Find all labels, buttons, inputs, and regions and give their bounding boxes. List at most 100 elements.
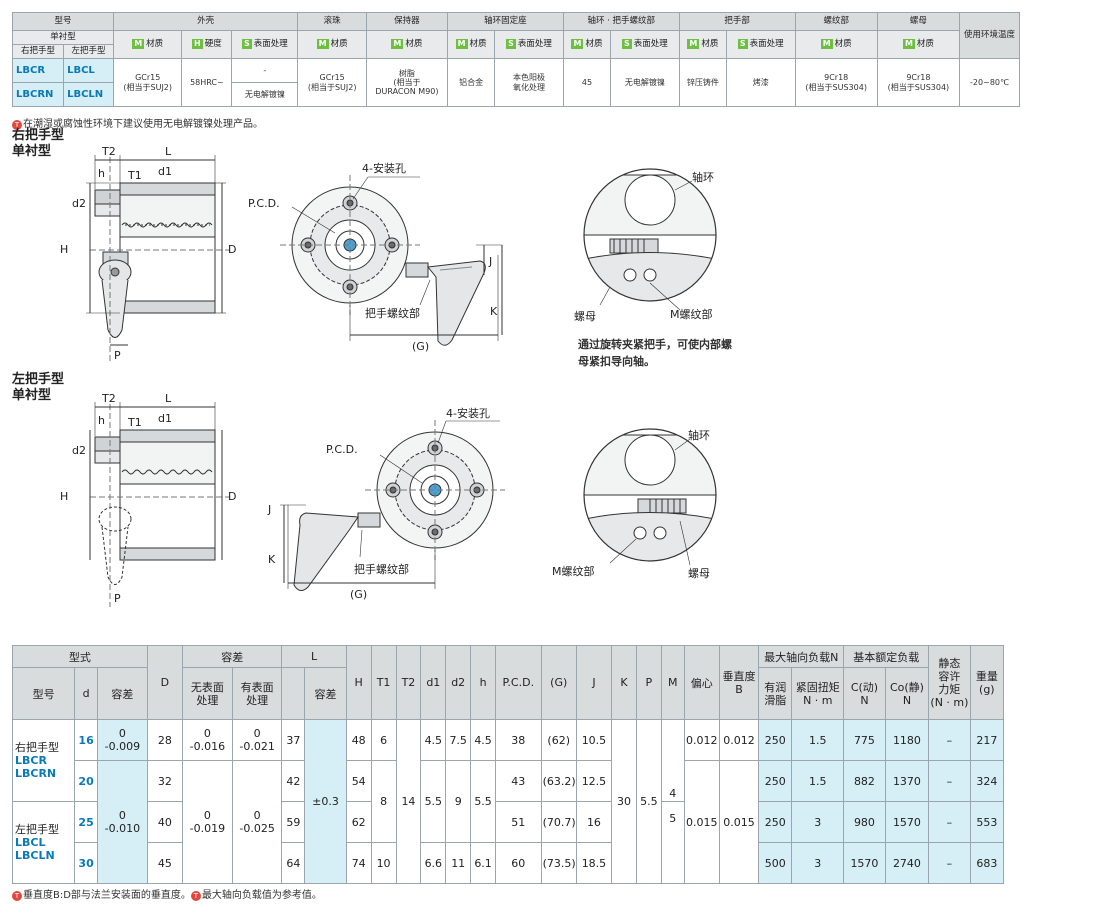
note-icon: T	[12, 891, 22, 901]
dim-h-rated: 基本额定负载	[843, 645, 930, 668]
dim-cell-weight: 324	[969, 760, 1005, 802]
section-right-sub: 单衬型	[12, 144, 52, 159]
dim-h-P: P	[635, 645, 662, 720]
material-tag-icon: M	[571, 39, 584, 50]
dim-cell-pcd: 51	[495, 801, 542, 843]
spec-h-thread: 螺纹部	[794, 12, 878, 31]
label-h-big: H	[60, 243, 68, 256]
surface-tag-icon: S	[622, 39, 632, 50]
dim-h-L: L	[281, 645, 347, 668]
spec-h-shaft-ring: 轴环固定座	[446, 12, 564, 31]
dim-ecc-b: 0.015	[683, 760, 720, 884]
dim-cell-static: –	[928, 760, 971, 802]
label-t2: T2	[101, 145, 116, 158]
label-d2-left: d2	[72, 444, 86, 457]
label-holes-left: 4-安装孔	[446, 406, 490, 420]
dim-cell-C: 775	[843, 719, 886, 761]
dim-h-d: d	[74, 667, 98, 720]
dim-cell-d: 30	[74, 842, 98, 884]
spec-h-housing: 外壳	[112, 12, 299, 31]
dim-cell-T1: 6	[370, 719, 397, 761]
dim-cell-d: 20	[74, 760, 98, 802]
label-nut-left: 螺母	[688, 567, 710, 580]
dim-cell-J: 16	[575, 801, 613, 843]
dim-cell-torque: 3	[791, 842, 845, 884]
dim-D-s-b: 0-0.025	[231, 760, 283, 884]
dim-cell-L: 64	[281, 842, 306, 884]
label-h-small-left: h	[98, 414, 105, 427]
dim-h-J: J	[575, 645, 613, 720]
section-left-sub: 单衬型	[12, 388, 52, 403]
detail-view-left-drawing: 轴环 M螺纹部 螺母	[552, 428, 717, 580]
material-tag-icon: M	[902, 39, 915, 50]
label-ring: 轴环	[692, 170, 714, 184]
detail-caption: 通过旋转夹紧把手，可使内部螺 母紧扣导向轴。	[578, 338, 732, 368]
material-tag-icon: M	[132, 39, 145, 50]
spec-v-handle-mat: 锌压铸件	[678, 58, 728, 107]
dim-h-nosurf: 无表面处理	[181, 667, 233, 720]
label-handle-thread-left: 把手螺纹部	[354, 562, 409, 576]
label-nut: 螺母	[574, 310, 596, 323]
spec-h-ring-screw: 轴环 · 把手螺纹部	[562, 12, 680, 31]
material-tag-icon: M	[687, 39, 700, 50]
label-t1: T1	[127, 169, 142, 182]
dim-cell-H: 74	[345, 842, 372, 884]
dim-cell-Co: 1180	[884, 719, 930, 761]
dim-h-D: D	[146, 645, 183, 720]
dim-cell-H: 54	[345, 760, 372, 802]
surface-tag-icon: S	[506, 39, 516, 50]
dim-h-ecc: 偏心	[683, 645, 720, 720]
dim-cell-d1: 5.5	[420, 760, 447, 843]
spec-h-handle: 把手部	[678, 12, 796, 31]
dim-D-ns-a: 0-0.016	[181, 719, 233, 761]
spec-model-lbcr: LBCR	[11, 58, 65, 83]
spec-v-handle-surf: 烤漆	[726, 58, 796, 107]
section-right-title: 右把手型	[12, 128, 65, 143]
dim-cell-lub: 250	[758, 801, 793, 843]
detail-view-right-drawing: 轴环 螺母 M螺纹部	[574, 168, 717, 323]
spec-h-nut: 螺母	[876, 12, 961, 31]
dim-h-d2: d2	[445, 645, 472, 720]
label-d-big-left: D	[228, 490, 236, 503]
dim-h-form: 型式	[12, 645, 148, 668]
label-t2-left: T2	[101, 392, 116, 405]
label-m-thread-left: M螺纹部	[552, 564, 595, 578]
spec-model-lbcl: LBCL	[63, 58, 114, 83]
dim-cell-J: 12.5	[575, 760, 613, 802]
note-icon: T	[190, 891, 201, 901]
dim-cell-Co: 1370	[884, 760, 930, 802]
dim-cell-h: 6.1	[470, 842, 496, 884]
label-d1: d1	[158, 165, 172, 178]
dim-cell-J: 18.5	[575, 842, 613, 884]
dim-h-pcd: P.C.D.	[495, 645, 542, 720]
label-k: K	[490, 305, 498, 318]
dim-cell-pcd: 38	[495, 719, 542, 761]
dim-cell-H: 62	[345, 801, 372, 843]
dim-cell-d1: 6.6	[420, 842, 447, 884]
label-ring-left: 轴环	[688, 428, 710, 442]
spec-model-lbcln: LBCLN	[63, 82, 114, 107]
dim-h-h: h	[470, 645, 496, 720]
spec-h-model: 型号	[12, 12, 114, 31]
dim-cell-L: 42	[281, 760, 306, 802]
spec-v-screw-mat: 45	[562, 58, 612, 107]
side-view-right-drawing: T2 L h T1 d1 d2 H D P	[60, 145, 236, 363]
dim-h-model: 型号	[11, 667, 76, 720]
dim-h-weight: 重量(g)	[969, 645, 1005, 720]
dim-cell-d2: 7.5	[445, 719, 472, 761]
dim-model-left: 左把手型 LBCL LBCLN	[11, 801, 76, 884]
dim-cell-d2: 9	[445, 760, 472, 843]
spec-h-single: 单衬型	[12, 30, 114, 45]
dim-h-tol: 容差	[96, 667, 148, 720]
